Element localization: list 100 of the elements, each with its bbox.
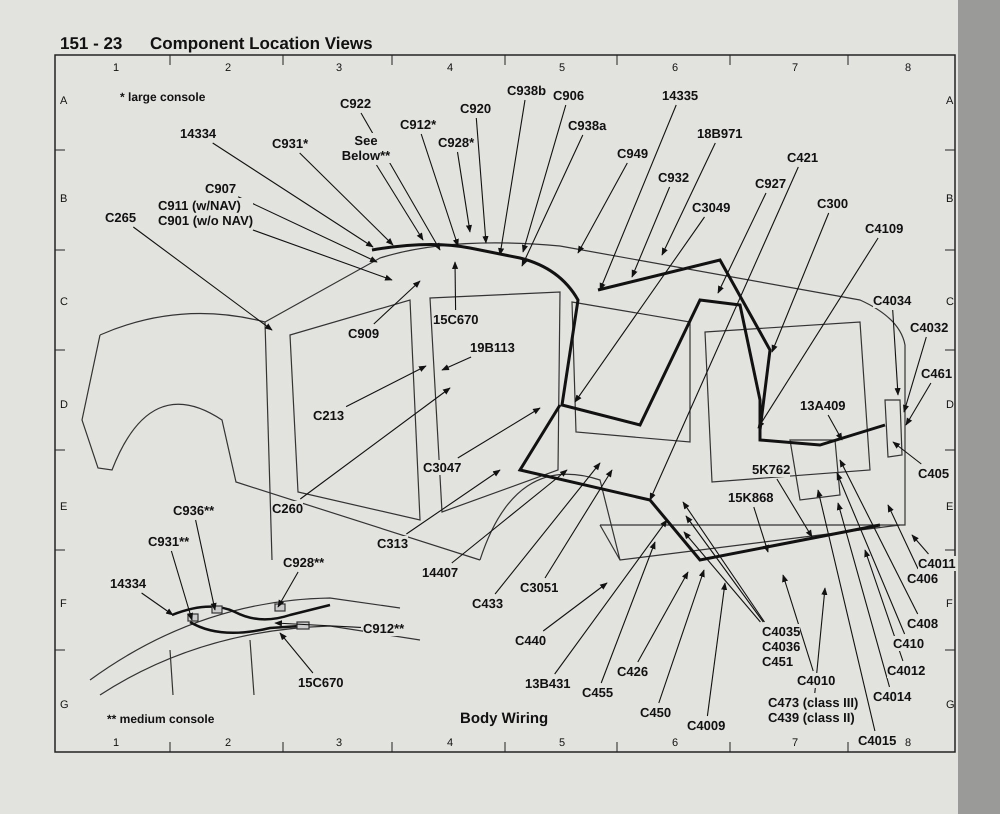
callout-label: C4036 [762,639,800,654]
callout-label: C439 (class II) [768,710,856,725]
callout-label: C4012 [887,663,926,678]
callout-label: C406 [907,571,938,586]
leader-line [373,280,421,324]
leader-line [544,469,612,578]
leader-line [498,100,526,256]
leader-line [836,472,906,634]
callout-label: C4010 [797,673,836,688]
leader-line [346,366,427,408]
leader-line [278,572,299,608]
grid-reference: A [946,95,954,107]
leader-line [299,152,394,246]
leader-line [141,592,174,616]
callout-label: 15K868 [728,490,774,505]
leader-line [753,506,769,553]
callout-label: C912** [363,621,404,636]
callout-label: C909 [348,326,380,341]
callout-label: 13B431 [525,676,571,691]
callout-label: C213 [313,408,344,423]
leader-line [574,216,705,403]
callout-label: 15C670 [298,675,344,690]
leader-line [772,212,830,353]
grid-reference: 8 [905,737,912,749]
callout-label: C421 [787,150,818,165]
grid-reference: 1 [113,62,120,74]
callout-label: C938a [568,118,606,133]
leader-line [274,620,362,628]
callout-label: C906 [553,88,584,103]
leader-line [238,196,378,262]
leader-line [522,104,566,253]
callout-label: C4014 [873,689,912,704]
grid-reference: G [946,699,955,711]
callout-label: C451 [762,654,794,669]
callout-label: C408 [907,616,938,631]
leader-line [658,569,705,704]
leader-line [441,356,472,370]
callout-label: C922 [340,96,372,111]
callout-label: 13A409 [800,398,846,413]
grid-reference: 3 [336,737,342,749]
callout-label: C938b [507,83,546,98]
leader-line [782,574,814,672]
grid-reference: 6 [672,737,678,749]
callout-label: C4011 [918,556,956,571]
leader-line [836,502,890,688]
leader-line [840,459,918,614]
grid-reference: F [946,598,953,610]
grid-reference: F [60,598,67,610]
leader-line [912,534,929,554]
callout-label: 5K762 [752,462,790,477]
callout-label: C260 [272,501,304,516]
grid-reference: B [946,193,954,205]
leader-line [522,134,584,267]
leader-line [864,549,904,662]
leader-line [456,152,472,233]
callout-label: 18B971 [697,126,743,141]
callout-label: C3051 [520,580,558,595]
leader-line [300,388,451,500]
grid-reference: 5 [559,737,566,749]
callout-label: C265 [105,210,136,225]
callout-label: C911 (w/NAV) [158,198,242,213]
leader-line [758,238,879,429]
grid-reference: 1 [113,737,120,749]
leader-line [452,261,458,310]
leader-line [686,515,764,622]
grid-reference: 6 [672,62,678,74]
leader-line [892,310,901,396]
callout-label: C907 [205,181,236,196]
callout-label: 15C670 [433,312,479,327]
callout-label: 14407 [422,565,458,580]
callout-label: C920 [460,101,492,116]
grid-reference: 7 [792,62,798,74]
leader-line [406,470,501,534]
callout-label: C4035 [762,624,800,639]
leader-line [542,582,608,632]
callout-label: C440 [515,633,546,648]
footnote: * large console [120,90,206,104]
leader-line [682,501,765,622]
callout-label: C949 [617,146,648,161]
callout-label: C461 [921,366,952,381]
leader-line [212,142,374,248]
callout-label: C4034 [873,293,912,308]
leader-line [600,104,677,291]
grid-reference: E [60,501,68,513]
leader-line [554,519,668,674]
leader-line [903,336,927,413]
callout-label: C931* [272,136,308,151]
leader-line [816,489,876,732]
grid-reference: 4 [447,737,454,749]
view-caption: Body Wiring [460,710,548,727]
callout-label: C928* [438,135,474,150]
grid-reference: 7 [792,737,798,749]
callout-label: C912* [400,117,436,132]
leader-line [458,408,541,458]
leader-line [776,478,812,538]
leader-line [888,504,919,570]
leader-line [906,382,932,426]
leader-line [637,571,688,662]
callout-label: C410 [893,636,924,651]
callout-label: C3049 [692,200,730,215]
